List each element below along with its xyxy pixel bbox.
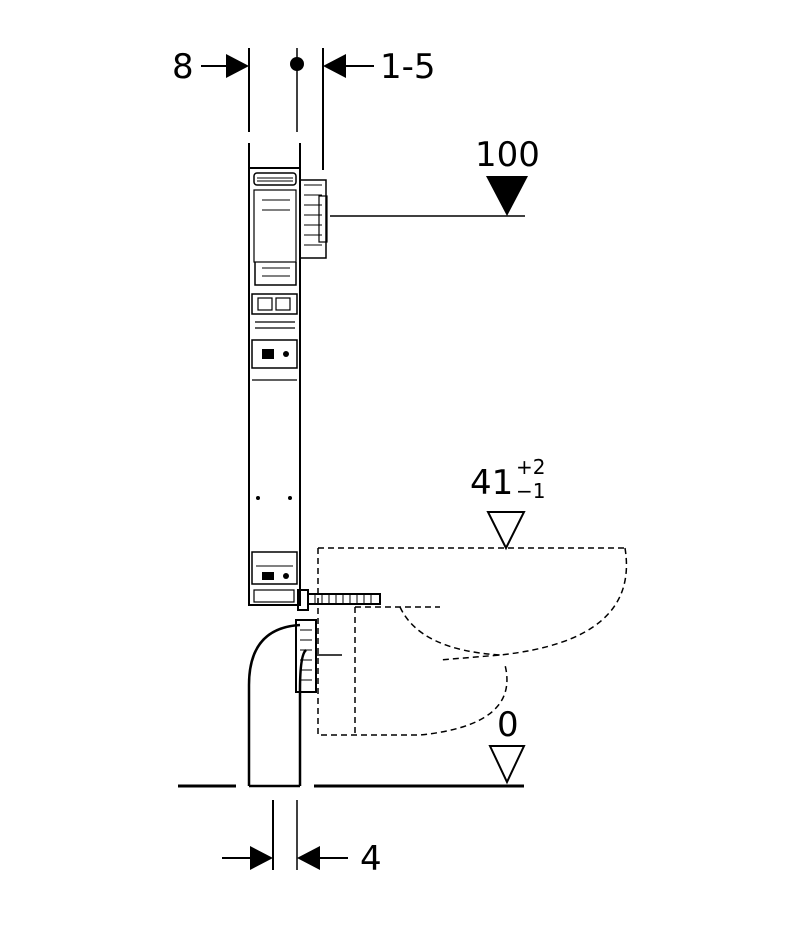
drain-bend [247,619,342,788]
dim-pan-height-minus: −1 [516,479,545,503]
dim-drain-offset-label: 4 [360,839,382,879]
anchor-bolt [297,589,381,611]
floor-level-marker [488,745,526,785]
dim-pan-height-plus: +2 [516,455,545,479]
frame-details [256,349,292,580]
dim-wall-gap-label: 1-5 [380,47,436,87]
dim-cistern-height-label: 100 [475,135,540,175]
dim-floor-level-label: 0 [497,705,519,745]
dim-frame-depth-label: 8 [172,47,194,87]
bottom-dimension [222,800,348,870]
cistern-height-marker [330,176,528,217]
pan-height-marker [486,511,526,551]
dim-pan-height-label: 41 [470,463,513,503]
installation-frame [248,143,328,606]
top-dimension [201,48,374,170]
wc-pan-outline [317,547,628,736]
